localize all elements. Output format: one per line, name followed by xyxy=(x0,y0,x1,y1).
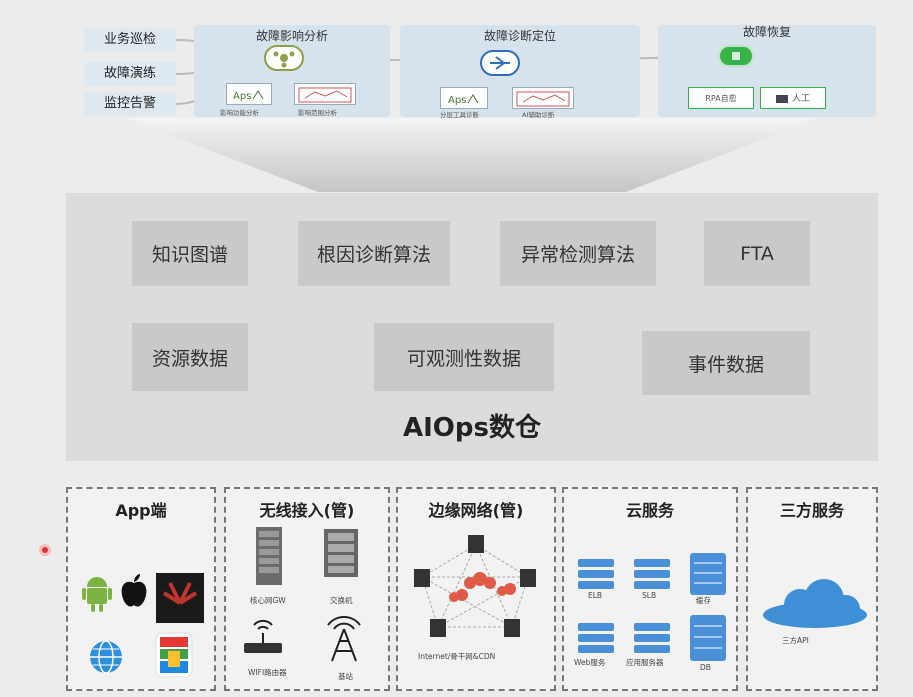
rpa-selfheal-box: RPA自愈 xyxy=(688,87,754,109)
cache-label: 缓存 xyxy=(696,596,711,605)
base-station-label: 基站 xyxy=(338,672,353,681)
event-data-box: 事件数据 xyxy=(642,331,810,395)
slb-label: SLB xyxy=(642,591,657,600)
stage-recovery: 故障恢复 RPA自愈 人工 xyxy=(658,25,876,117)
stage-title: 故障影响分析 xyxy=(255,29,328,43)
app-store-icon xyxy=(155,632,193,678)
android-icon xyxy=(82,577,112,612)
ai-diagnosis-label: AI辅助诊断 xyxy=(522,111,555,119)
diagnosis-hub-icon xyxy=(480,50,520,76)
panel-title: 边缘网络(管) xyxy=(428,501,524,520)
switch-icon xyxy=(324,529,358,577)
panel-cloud-services: 云服务 ELB SLB 缓存 Web服务 应用服务器 DB xyxy=(562,487,738,691)
panel-app: App端 xyxy=(66,487,216,691)
funnel-shape xyxy=(126,118,818,192)
panel-third-party: 三方服务 三方API xyxy=(746,487,878,691)
panel-title: 云服务 xyxy=(625,501,674,520)
aiops-warehouse: 知识图谱 根因诊断算法 异常检测算法 FTA 资源数据 可观测性数据 事件数据 … xyxy=(66,193,878,461)
app-server-icon xyxy=(634,623,670,653)
observability-data-box: 可观测性数据 xyxy=(374,323,554,391)
source-fault-drill: 故障演练 xyxy=(84,62,176,86)
switch-label: 交换机 xyxy=(330,596,353,605)
browser-globe-icon xyxy=(90,640,122,674)
panel-edge-network: 边缘网络(管) Internet/骨干网&CDN xyxy=(396,487,556,691)
fta-box: FTA xyxy=(704,221,810,286)
third-party-api-label: 三方API xyxy=(782,636,809,645)
ai-diagnosis-box xyxy=(512,87,574,109)
cursor-indicator xyxy=(39,544,51,556)
stage-impact-analysis: 故障影响分析 Aps 影响功能分析 影响范围分析 xyxy=(194,25,390,117)
panel-wireless: 无线接入(管) 核心网GW 交换机 WIFI路由器 基站 xyxy=(224,487,390,691)
web-service-label: Web服务 xyxy=(574,658,606,667)
wifi-router-icon xyxy=(244,619,282,653)
aiops-title: AIOps数仓 xyxy=(403,413,541,443)
svg-text:Aps: Aps xyxy=(233,91,251,102)
cloud-icon xyxy=(763,579,867,628)
manual-box: 人工 xyxy=(760,87,826,109)
root-cause-algorithm-box: 根因诊断算法 xyxy=(298,221,450,286)
stage-title: 故障诊断定位 xyxy=(483,29,556,43)
layered-diagnosis-box: Aps xyxy=(440,87,488,109)
manual-label: 人工 xyxy=(791,94,810,104)
elb-label: ELB xyxy=(588,591,603,600)
core-gateway-rack-icon xyxy=(256,527,282,585)
impact-scope-label: 影响范围分析 xyxy=(298,109,337,117)
svg-text:Aps: Aps xyxy=(448,95,466,106)
source-monitor-alarm: 监控告警 xyxy=(84,92,176,116)
slb-server-icon xyxy=(634,559,670,589)
db-icon xyxy=(690,615,726,661)
impact-function-box: Aps xyxy=(226,83,272,105)
edge-network-caption: Internet/骨干网&CDN xyxy=(418,652,496,661)
stage-title: 故障恢复 xyxy=(742,25,791,39)
wifi-router-label: WIFI路由器 xyxy=(248,668,287,677)
stage-diagnosis: 故障诊断定位 Aps 分层工具诊断 AI辅助诊断 xyxy=(400,25,640,119)
db-label: DB xyxy=(700,663,711,672)
base-station-icon xyxy=(327,616,361,662)
core-gateway-label: 核心网GW xyxy=(250,596,286,605)
knowledge-graph-box: 知识图谱 xyxy=(132,221,248,286)
edge-network-topology xyxy=(414,535,536,637)
panel-title: 三方服务 xyxy=(779,501,844,520)
elb-server-icon xyxy=(578,559,614,589)
source-business-inspection: 业务巡检 xyxy=(84,28,176,52)
impact-hub-icon xyxy=(264,45,304,71)
web-server-icon xyxy=(578,623,614,653)
cache-db-icon xyxy=(690,553,726,595)
apple-icon xyxy=(121,574,147,607)
panel-title: 无线接入(管) xyxy=(259,501,355,520)
anomaly-detection-box: 异常检测算法 xyxy=(500,221,656,286)
manual-icon xyxy=(775,94,788,103)
impact-scope-box xyxy=(294,83,356,105)
app-server-label: 应用服务器 xyxy=(626,658,664,667)
huawei-logo-icon xyxy=(156,573,204,623)
panel-title: App端 xyxy=(115,501,167,520)
recovery-hub-icon xyxy=(718,45,754,67)
resource-data-box: 资源数据 xyxy=(132,323,248,391)
impact-function-label: 影响功能分析 xyxy=(220,109,259,117)
layered-diagnosis-label: 分层工具诊断 xyxy=(440,111,479,119)
